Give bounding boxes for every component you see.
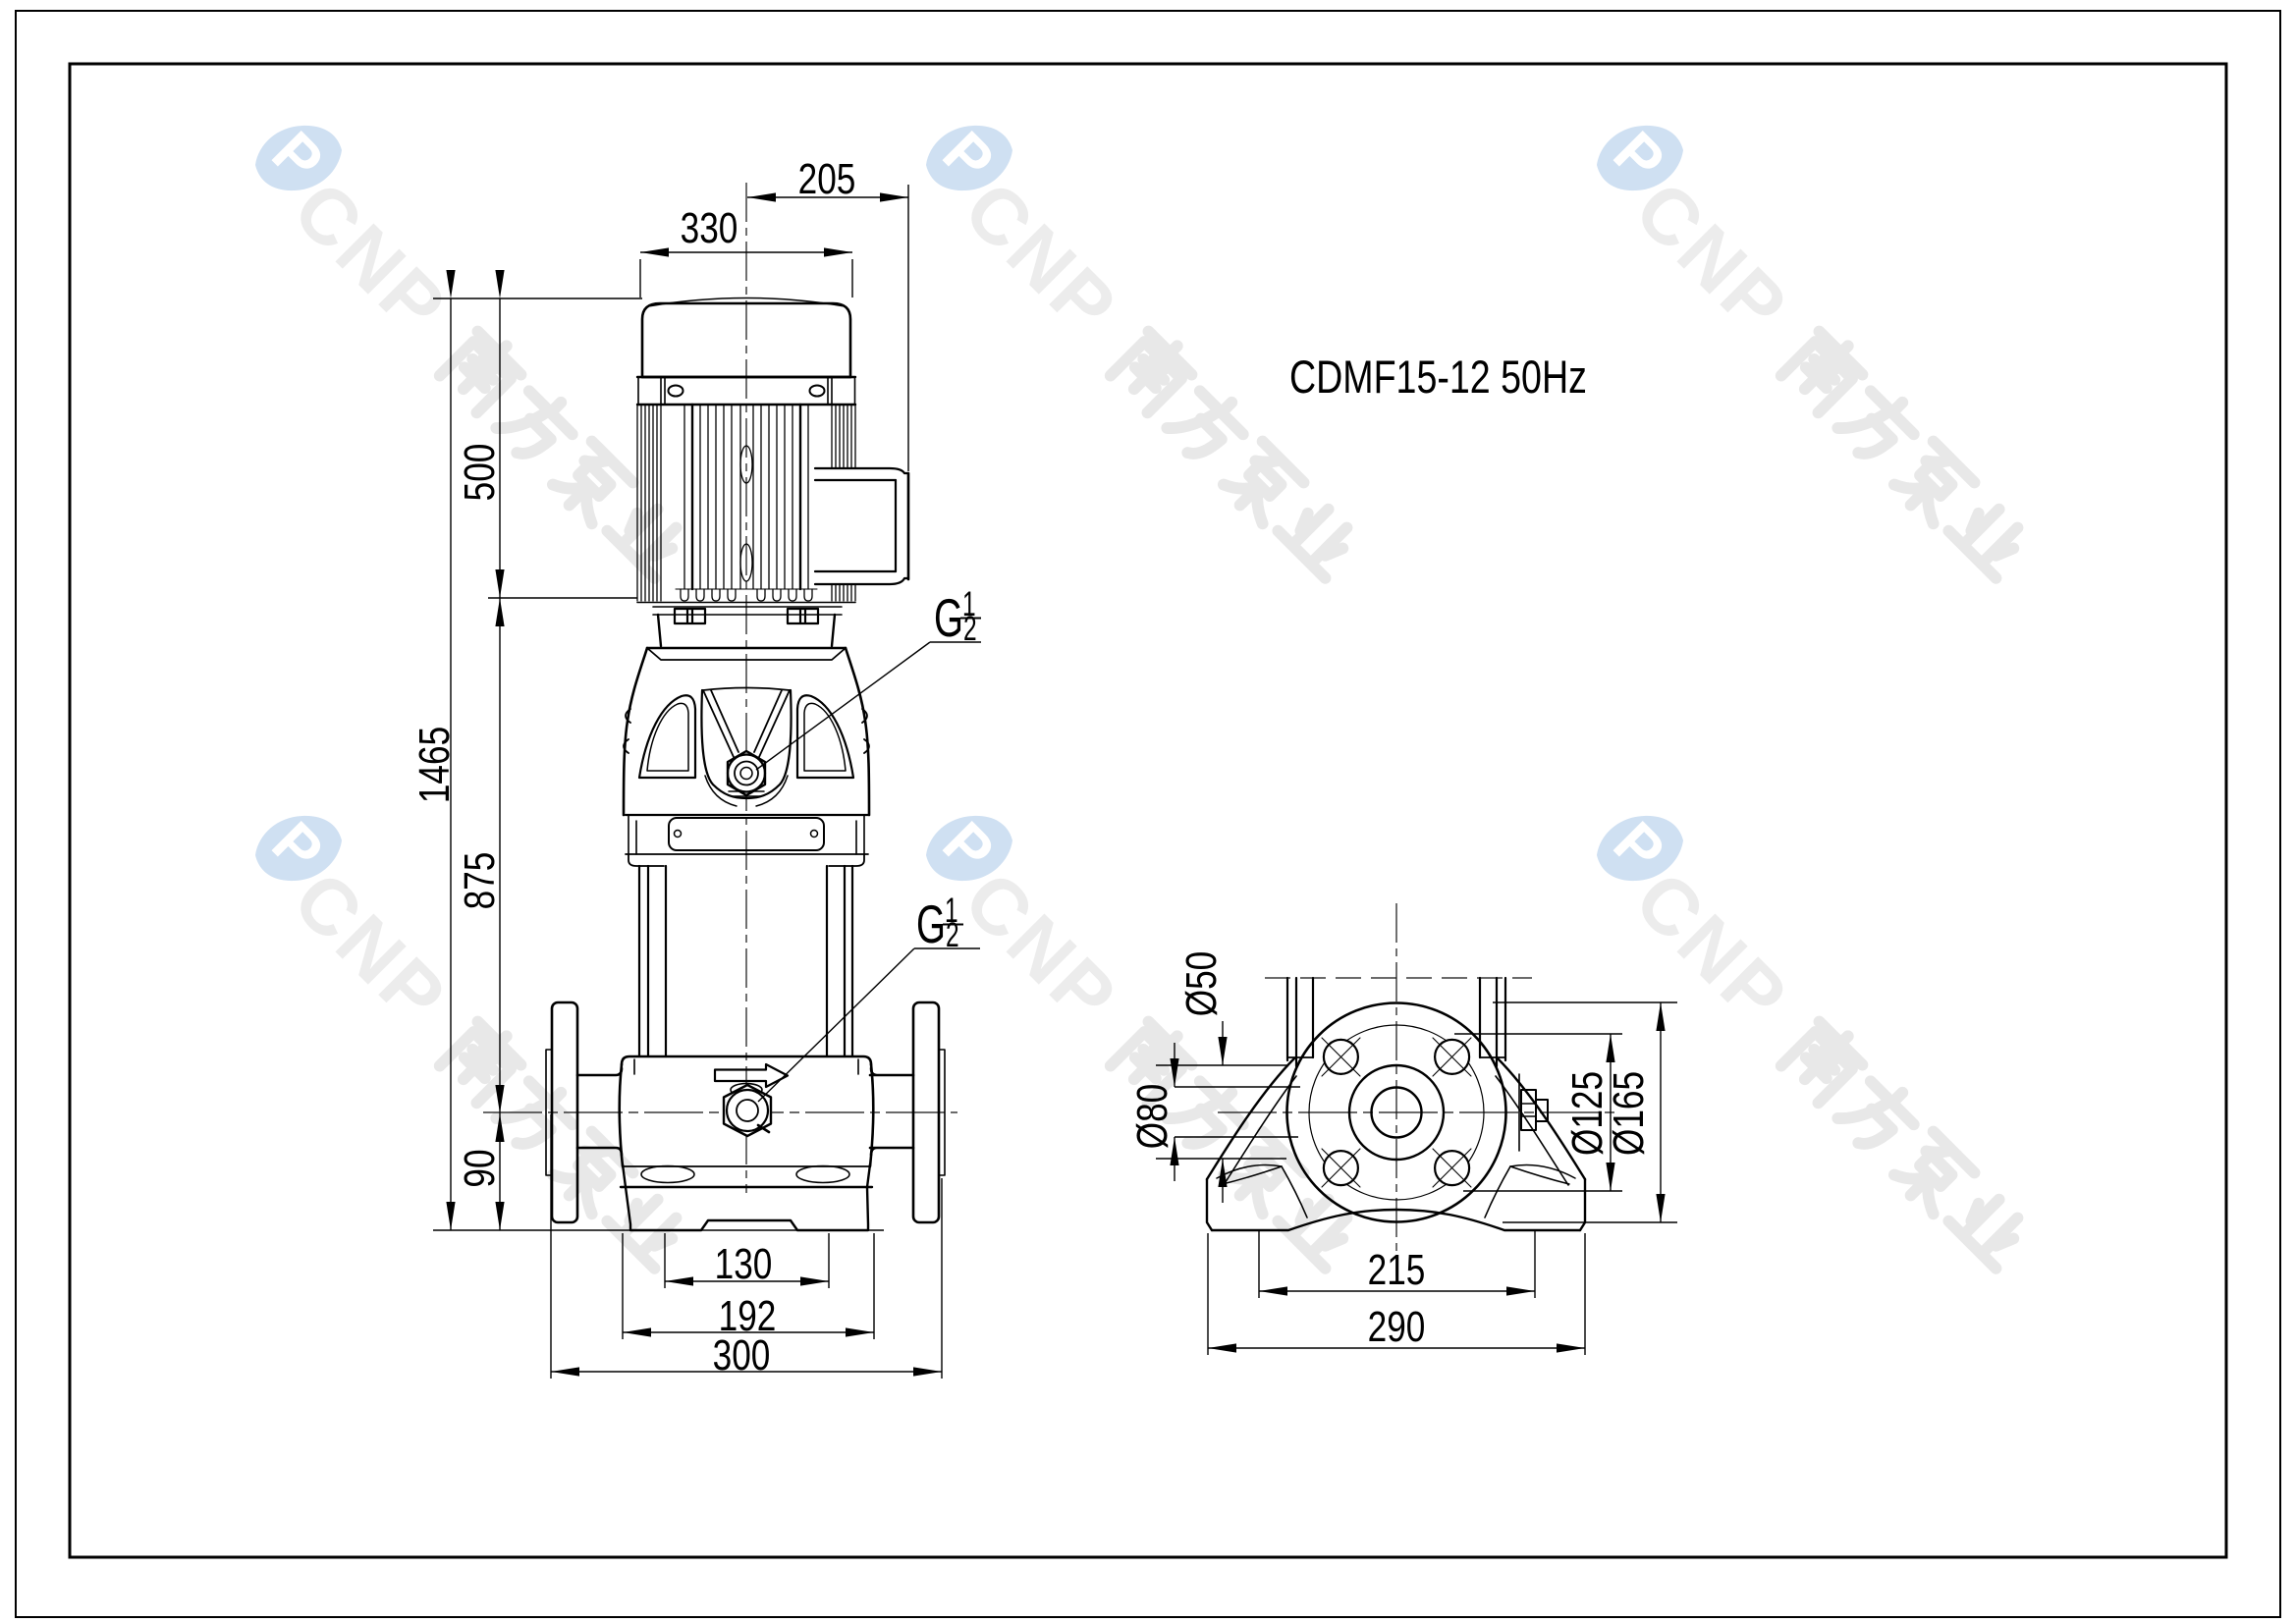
svg-text:Ø165: Ø165 <box>1605 1071 1653 1156</box>
svg-text:90: 90 <box>456 1149 504 1187</box>
svg-text:1: 1 <box>962 586 976 623</box>
svg-text:130: 130 <box>715 1240 773 1288</box>
svg-text:CDMF15-12 50Hz: CDMF15-12 50Hz <box>1289 352 1587 404</box>
svg-text:330: 330 <box>681 204 738 252</box>
svg-text:2: 2 <box>946 917 959 954</box>
svg-text:2: 2 <box>963 611 977 648</box>
svg-text:Ø80: Ø80 <box>1128 1084 1176 1150</box>
svg-text:215: 215 <box>1368 1246 1426 1294</box>
svg-text:1: 1 <box>945 893 958 930</box>
svg-text:290: 290 <box>1368 1303 1426 1351</box>
svg-text:300: 300 <box>713 1331 771 1380</box>
svg-text:G: G <box>916 894 946 954</box>
svg-text:Ø50: Ø50 <box>1177 951 1226 1017</box>
svg-text:192: 192 <box>719 1292 777 1340</box>
svg-text:Ø125: Ø125 <box>1563 1071 1612 1156</box>
svg-text:1465: 1465 <box>410 727 459 803</box>
svg-text:875: 875 <box>456 852 504 910</box>
svg-text:G: G <box>934 588 963 648</box>
svg-text:205: 205 <box>798 155 856 203</box>
svg-text:500: 500 <box>456 444 504 502</box>
